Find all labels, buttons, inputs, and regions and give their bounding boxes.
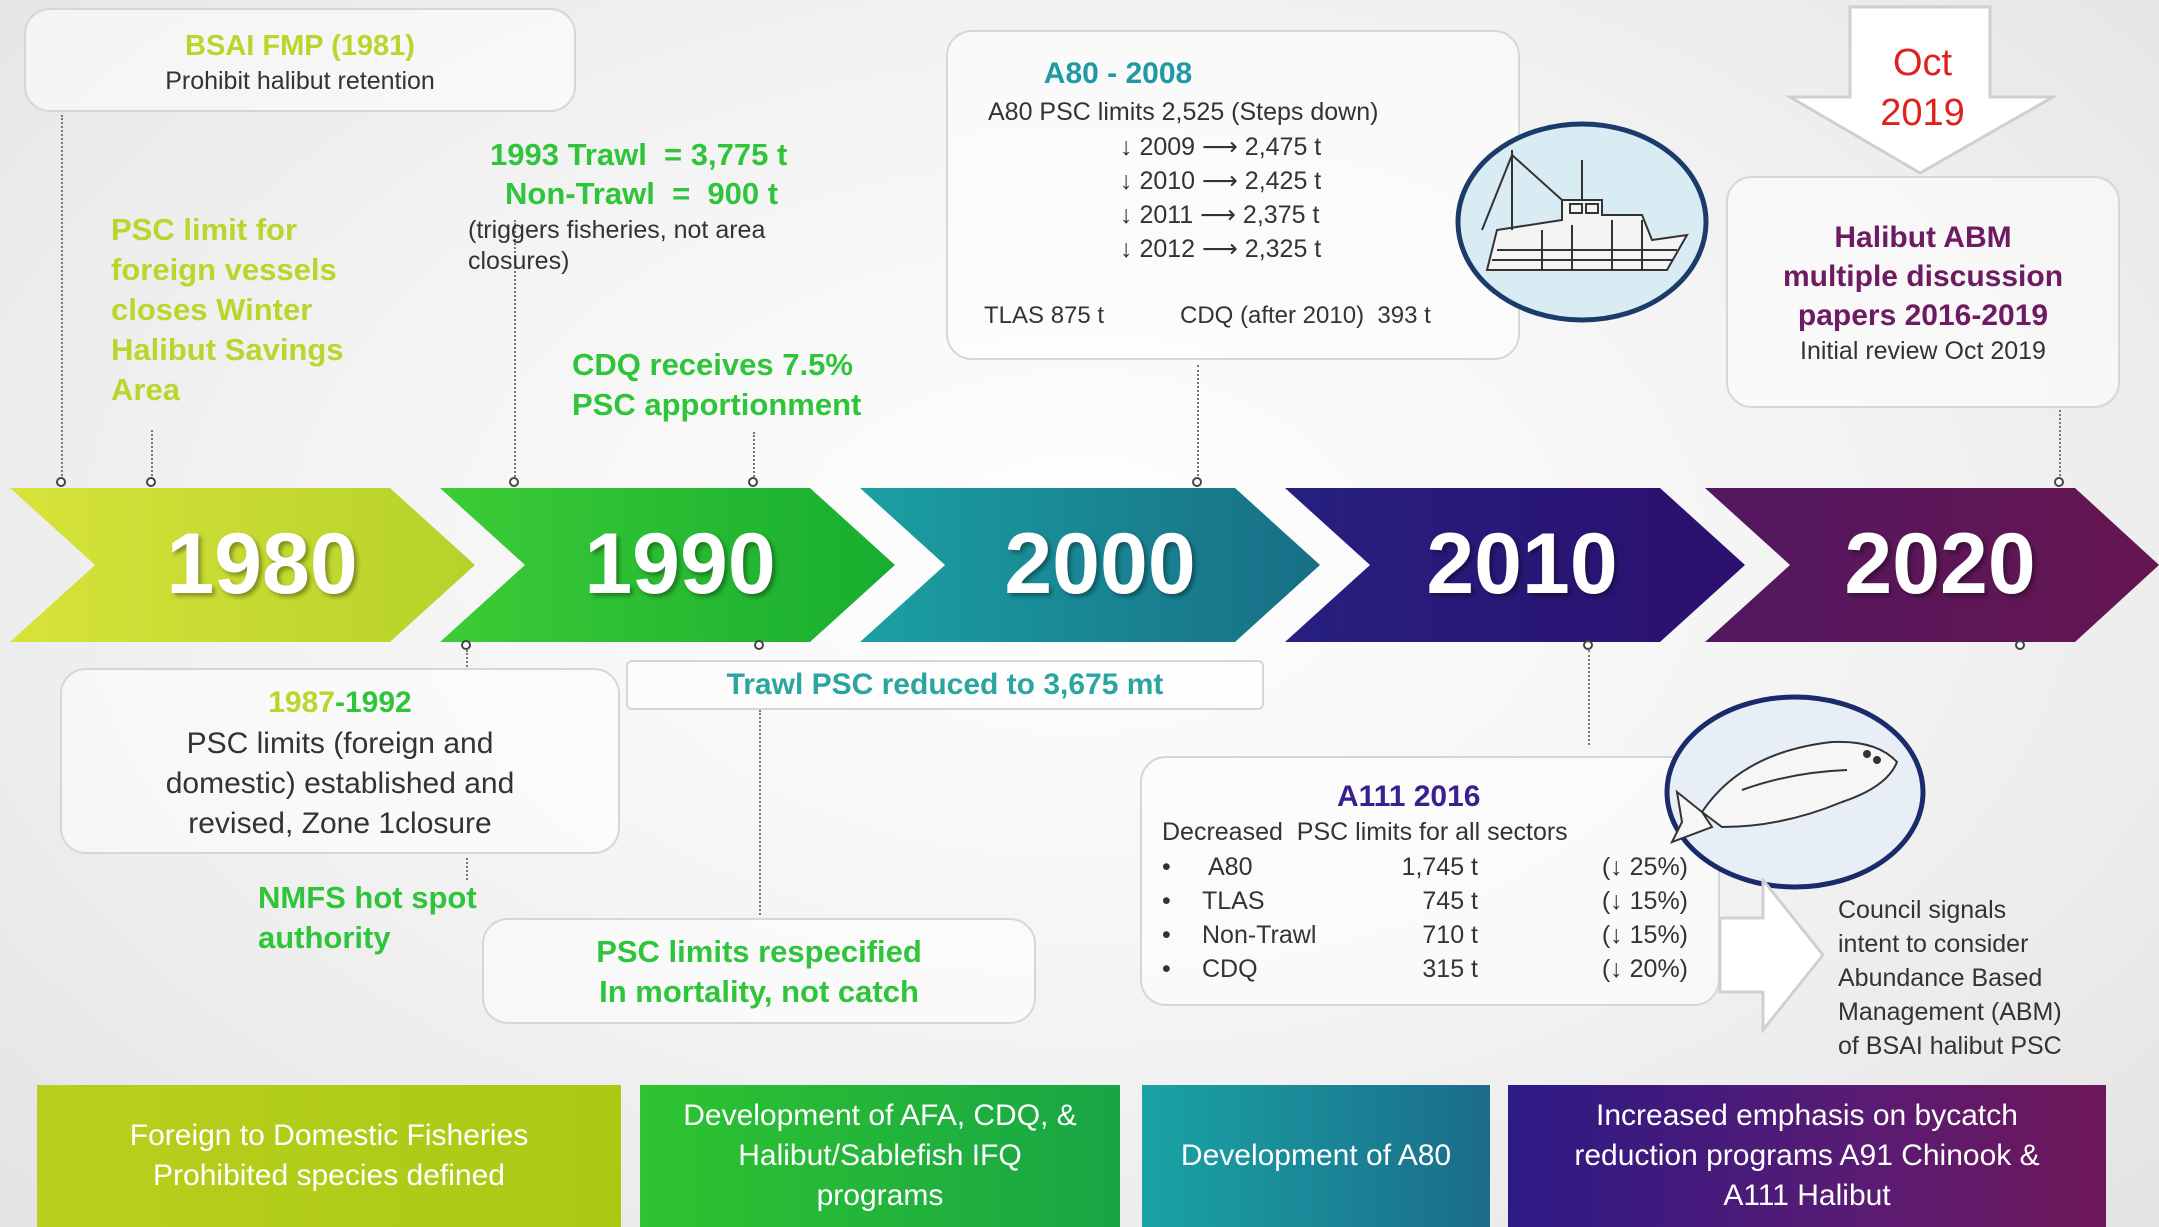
a80-subtitle: A80 PSC limits 2,525 (Steps down) — [988, 98, 1379, 126]
a111-value: 745 t — [1422, 887, 1478, 915]
a111-sector: TLAS — [1202, 887, 1265, 915]
a111-bullet: • — [1162, 955, 1171, 983]
a111-pct: (↓ 25%) — [1601, 853, 1688, 881]
bsai-fmp-title: BSAI FMP (1981) — [185, 30, 415, 62]
psc-1987-title: 1987-1992 — [62, 686, 618, 720]
timeline-segment-2020 — [1705, 488, 2159, 642]
halibut-abm-callout: Halibut ABM multiple discussion papers 2… — [1726, 176, 2120, 408]
decade-label-2010: 2010 — [1426, 516, 1618, 612]
psc-1987-text: PSC limits (foreign and domestic) establ… — [165, 727, 515, 840]
pin-1993 — [509, 477, 519, 487]
pin-a111 — [1583, 640, 1593, 650]
a111-pct: (↓ 20%) — [1601, 955, 1688, 983]
a111-bullet: • — [1162, 853, 1171, 881]
decade-label-2000: 2000 — [1004, 516, 1196, 612]
a111-row: • CDQ 315 t (↓ 20%) — [1162, 952, 1688, 986]
bsai-fmp-text: Prohibit halibut retention — [165, 67, 435, 95]
connector-abm — [2059, 410, 2061, 480]
psc-foreign-text: PSC limit for foreign vessels closes Win… — [111, 212, 344, 407]
timeline-segment-2010 — [1285, 488, 1745, 642]
connector-1993 — [514, 220, 516, 480]
pin-cdq — [748, 477, 758, 487]
connector-a111 — [1588, 650, 1590, 745]
a111-title: A111 2016 — [1337, 780, 1481, 813]
a111-pct: (↓ 15%) — [1601, 887, 1688, 915]
oct-2019-text: Oct 2019 — [1880, 42, 1965, 134]
a111-2016-callout: A111 2016 Decreased PSC limits for all s… — [1140, 756, 1720, 1006]
connector-nmfs — [466, 858, 468, 880]
cdq-apportionment-text: CDQ receives 7.5% PSC apportionment — [572, 347, 862, 422]
band-afa-cdq-ifq: Development of AFA, CDQ, & Halibut/Sable… — [640, 1085, 1120, 1227]
a111-sector: CDQ — [1202, 955, 1258, 983]
a111-table: • A80 1,745 t (↓ 25%) • TLAS 745 t (↓ 15… — [1162, 850, 1688, 986]
a80-step-2010: ↓ 2010 ⟶ 2,425 t — [1120, 167, 1322, 195]
pin-2020-lower — [2015, 640, 2025, 650]
decade-label-1980: 1980 — [166, 516, 358, 612]
band-a80-development: Development of A80 — [1142, 1085, 1490, 1227]
connector-cdq — [753, 432, 755, 480]
halibut-abm-title: Halibut ABM multiple discussion papers 2… — [1782, 221, 2064, 332]
council-text: Council signals intent to consider Abund… — [1838, 896, 2062, 1060]
a80-step-2012: ↓ 2012 ⟶ 2,325 t — [1120, 235, 1322, 263]
bsai-fmp-callout: BSAI FMP (1981) Prohibit halibut retenti… — [24, 8, 576, 112]
pin-a80 — [1192, 477, 1202, 487]
a111-bullet: • — [1162, 887, 1171, 915]
connector-1987 — [466, 650, 468, 670]
pin-1987 — [461, 640, 471, 650]
timeline-segment-1980 — [10, 488, 475, 642]
halibut-abm-subtitle: Initial review Oct 2019 — [1800, 337, 2046, 365]
psc-1987-year-end: -1992 — [335, 686, 412, 719]
connector-respecified — [759, 710, 761, 915]
band-foreign-to-domestic: Foreign to Domestic Fisheries Prohibited… — [37, 1085, 621, 1227]
a111-sector: A80 — [1208, 853, 1253, 881]
decade-label-2020: 2020 — [1844, 516, 2036, 612]
pin-respecified — [754, 640, 764, 650]
a111-pct: (↓ 15%) — [1601, 921, 1688, 949]
a111-value: 1,745 t — [1401, 853, 1478, 881]
connector-a80 — [1197, 365, 1199, 480]
a111-value: 315 t — [1422, 955, 1478, 983]
council-arrow — [1718, 878, 1825, 1033]
a111-subtitle: Decreased PSC limits for all sectors — [1162, 818, 1568, 846]
trawl-reduced-callout: Trawl PSC reduced to 3,675 mt — [626, 660, 1264, 710]
a111-bullet: • — [1162, 921, 1171, 949]
nmfs-hotspot-text: NMFS hot spot authority — [258, 880, 477, 955]
respecified-callout: PSC limits respecified In mortality, not… — [482, 918, 1036, 1024]
halibut-fish-icon — [1662, 692, 1928, 892]
a80-tlas: TLAS 875 t — [984, 302, 1105, 329]
a80-title: A80 - 2008 — [1043, 57, 1193, 90]
a80-2008-callout: A80 - 2008 A80 PSC limits 2,525 (Steps d… — [946, 30, 1520, 360]
trawl-1993-line2: Non-Trawl = 900 t — [505, 176, 779, 211]
pin-foreign — [146, 477, 156, 487]
timeline-arrows — [10, 488, 2159, 642]
fishing-boat-icon — [1452, 120, 1712, 325]
decade-label-1990: 1990 — [584, 516, 776, 612]
a111-row: • TLAS 745 t (↓ 15%) — [1162, 884, 1688, 918]
psc-1987-year-start: 1987 — [268, 686, 335, 719]
a111-value: 710 t — [1422, 921, 1478, 949]
connector-fmp — [61, 115, 63, 480]
connector-foreign — [151, 430, 153, 480]
a111-row: • A80 1,745 t (↓ 25%) — [1162, 850, 1688, 884]
a111-sector: Non-Trawl — [1202, 921, 1317, 949]
a80-step-2009: ↓ 2009 ⟶ 2,475 t — [1120, 133, 1322, 161]
trawl-1993-note: (triggers fisheries, not area closures) — [468, 216, 766, 275]
a80-step-2011: ↓ 2011 ⟶ 2,375 t — [1120, 201, 1320, 229]
pin-fmp — [56, 477, 66, 487]
band-bycatch-reduction: Increased emphasis on bycatch reduction … — [1508, 1085, 2106, 1227]
psc-1987-callout: 1987-1992 PSC limits (foreign and domest… — [60, 668, 620, 854]
trawl-1993-line1: 1993 Trawl = 3,775 t — [490, 137, 788, 172]
a111-row: • Non-Trawl 710 t (↓ 15%) — [1162, 918, 1688, 952]
a80-cdq: CDQ (after 2010) 393 t — [1180, 302, 1431, 329]
timeline-segment-1990 — [440, 488, 895, 642]
timeline-segment-2000 — [860, 488, 1320, 642]
oct-2019-arrow — [1785, 5, 2059, 175]
pin-abm — [2054, 477, 2064, 487]
